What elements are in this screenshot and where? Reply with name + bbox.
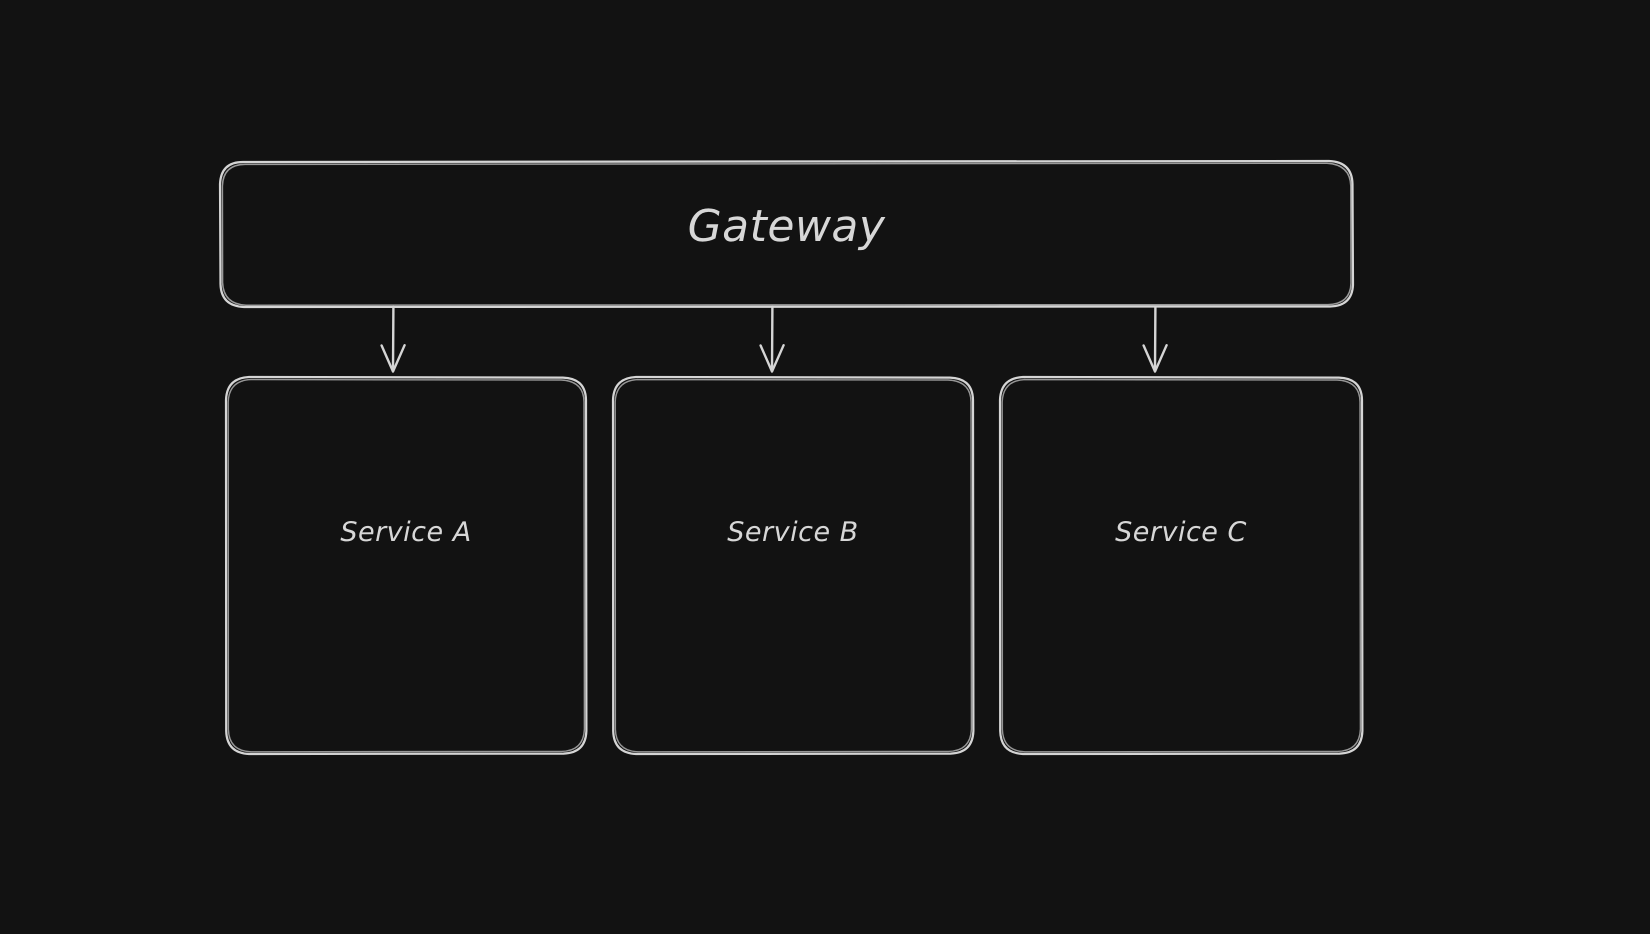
service-a-node[interactable] bbox=[226, 377, 586, 754]
edge-gateway-service-c bbox=[1142, 305, 1168, 373]
service-c-box-shape bbox=[998, 375, 1364, 756]
edge-gateway-service-a bbox=[380, 305, 406, 373]
service-a-box-shape bbox=[224, 375, 588, 756]
gateway-box-shape bbox=[218, 159, 1355, 309]
service-b-node[interactable] bbox=[613, 377, 973, 754]
service-b-box-shape bbox=[611, 375, 975, 756]
gateway-node[interactable] bbox=[220, 161, 1353, 307]
edge-gateway-service-b bbox=[759, 305, 785, 373]
service-c-node[interactable] bbox=[1000, 377, 1362, 754]
